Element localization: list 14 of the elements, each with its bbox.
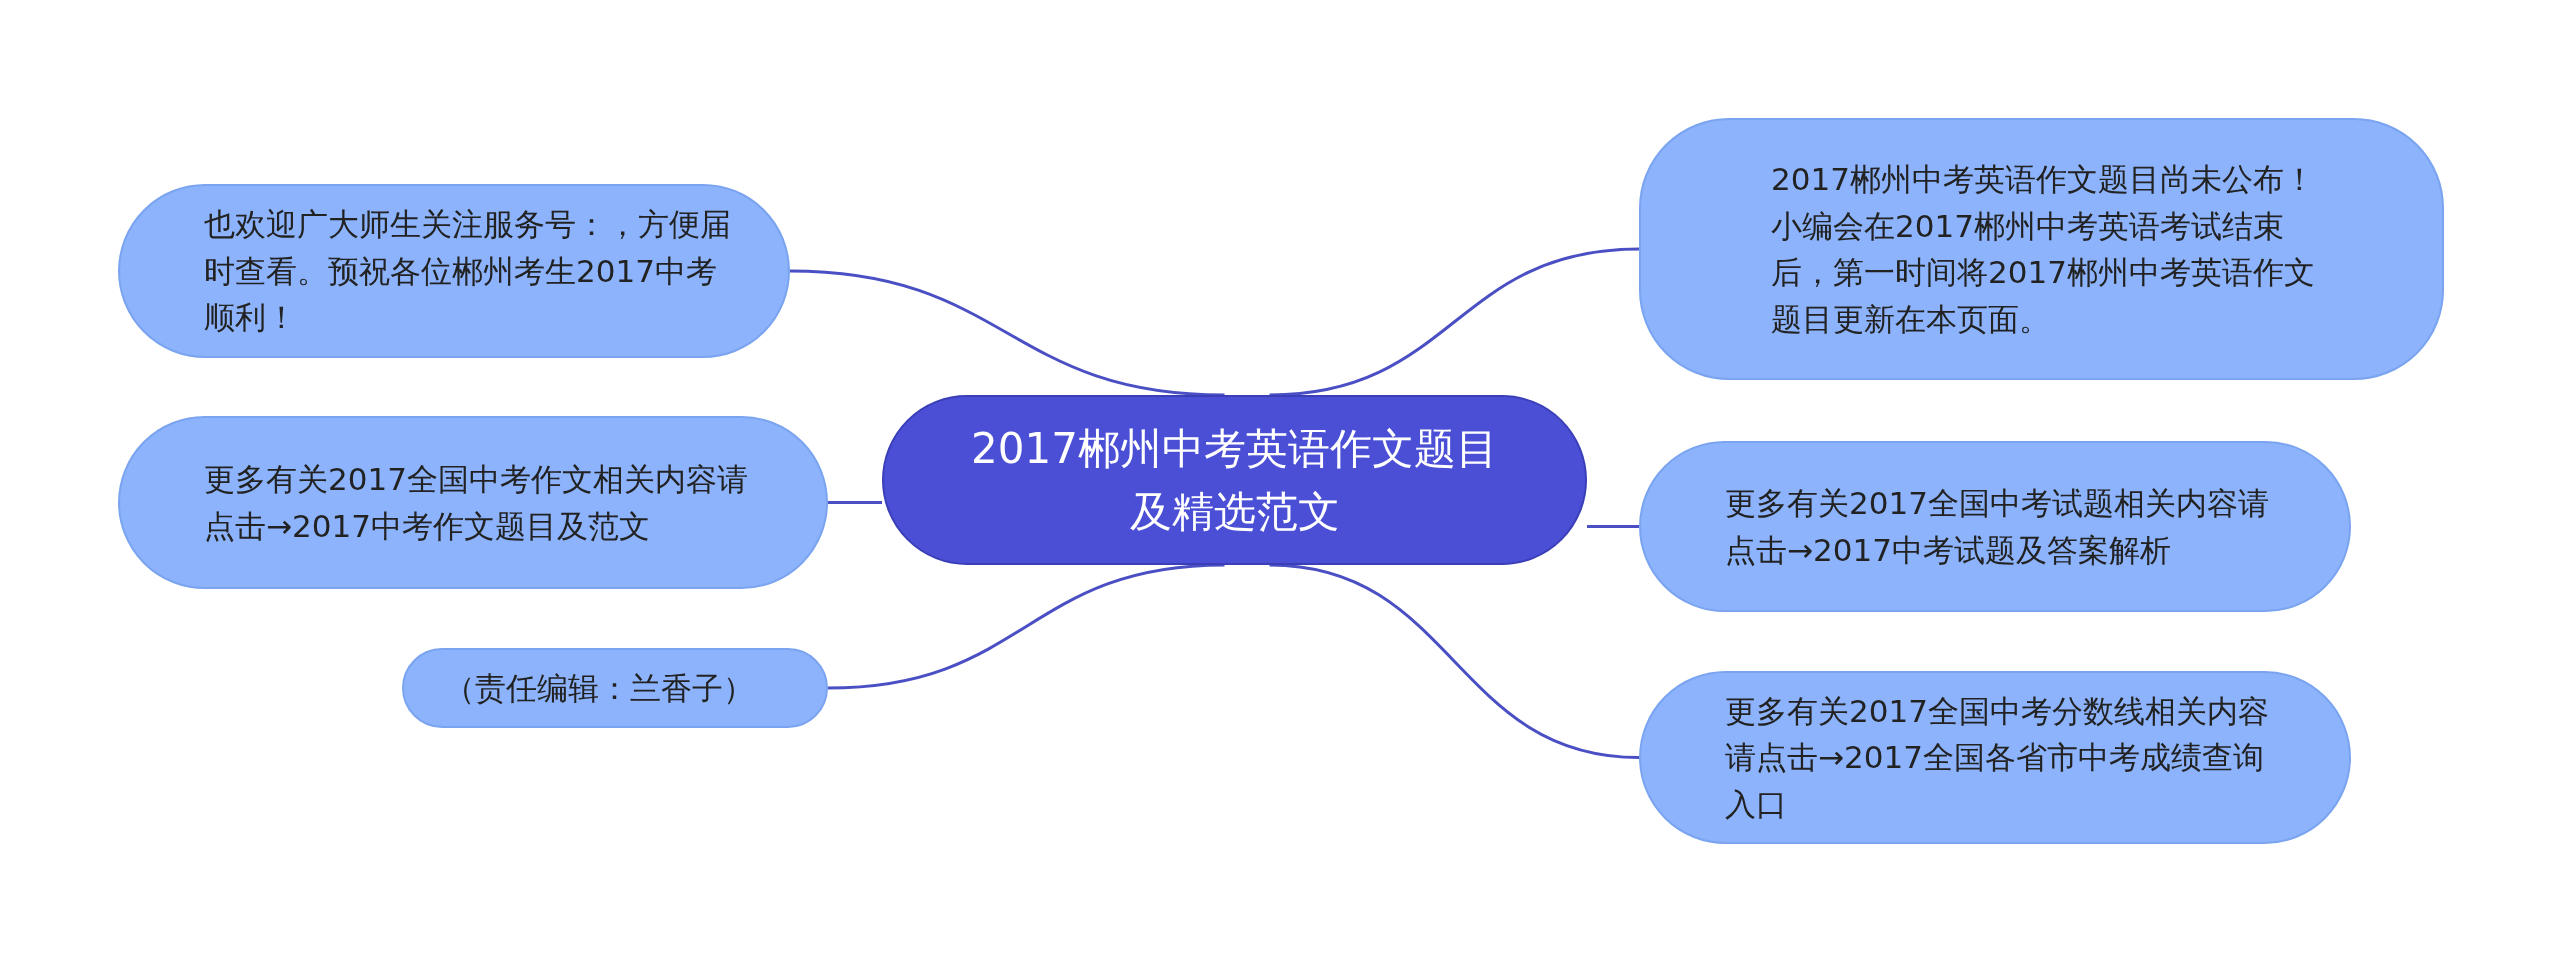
- node-text: 2017郴州中考英语作文题目及精选范文: [970, 423, 1499, 538]
- node-text: 更多有关2017全国中考作文相关内容请点击→2017中考作文题目及范文: [204, 460, 749, 546]
- connector-line: [827, 563, 1225, 690]
- topic-node: [1639, 118, 2444, 380]
- connector-line: [789, 269, 1225, 397]
- connector-line: [1269, 247, 1640, 397]
- connector-line: [828, 501, 882, 504]
- node-text: 更多有关2017全国中考试题相关内容请点击→2017中考试题及答案解析: [1725, 484, 2270, 570]
- node-text: 更多有关2017全国中考分数线相关内容请点击→2017全国各省市中考成绩查询入口: [1725, 691, 2270, 824]
- node-text: 2017郴州中考英语作文题目尚未公布！小编会在2017郴州中考英语考试结束后，第一时间将2017郴州中考英语作文题目更新在本页面。: [1771, 160, 2316, 339]
- connector-line: [1269, 563, 1640, 759]
- node-text: （责任编辑：兰香子）: [444, 668, 755, 708]
- connector-line: [1587, 525, 1639, 528]
- node-text: 也欢迎广大师生关注服务号：，方便届时查看。预祝各位郴州考生2017中考顺利！: [204, 205, 732, 338]
